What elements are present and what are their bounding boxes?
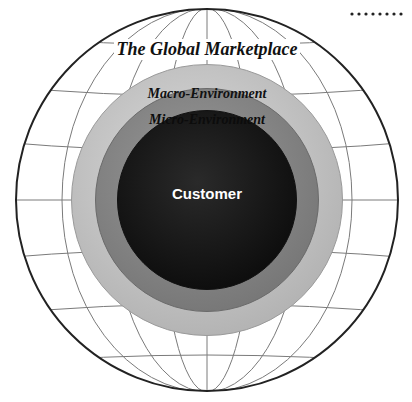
customer-core — [118, 111, 297, 290]
dotted-trail — [350, 12, 402, 15]
micro-band — [96, 89, 319, 312]
meridian — [62, 8, 352, 392]
label-holder: Micro-Environment — [149, 110, 265, 128]
parallel — [0, 355, 412, 364]
globe-circle: The Global MarketplaceMacro-EnvironmentM… — [15, 8, 399, 392]
macro-band — [72, 65, 343, 336]
band-label: The Global Marketplace — [114, 39, 301, 60]
micro-band: Micro-EnvironmentCustomer — [95, 88, 319, 312]
label-holder: The Global Marketplace — [114, 39, 301, 60]
core-label: Customer — [172, 185, 242, 202]
customer-core: Customer — [117, 110, 297, 290]
label-holder: Macro-Environment — [147, 84, 266, 102]
band-label: Micro-Environment — [149, 112, 265, 128]
macro-band: Macro-EnvironmentMicro-EnvironmentCustom… — [71, 64, 343, 336]
label-holder: Customer — [172, 185, 242, 203]
band-label: Macro-Environment — [147, 86, 266, 102]
globe-circle — [16, 9, 398, 391]
globe-ground — [15, 8, 399, 392]
